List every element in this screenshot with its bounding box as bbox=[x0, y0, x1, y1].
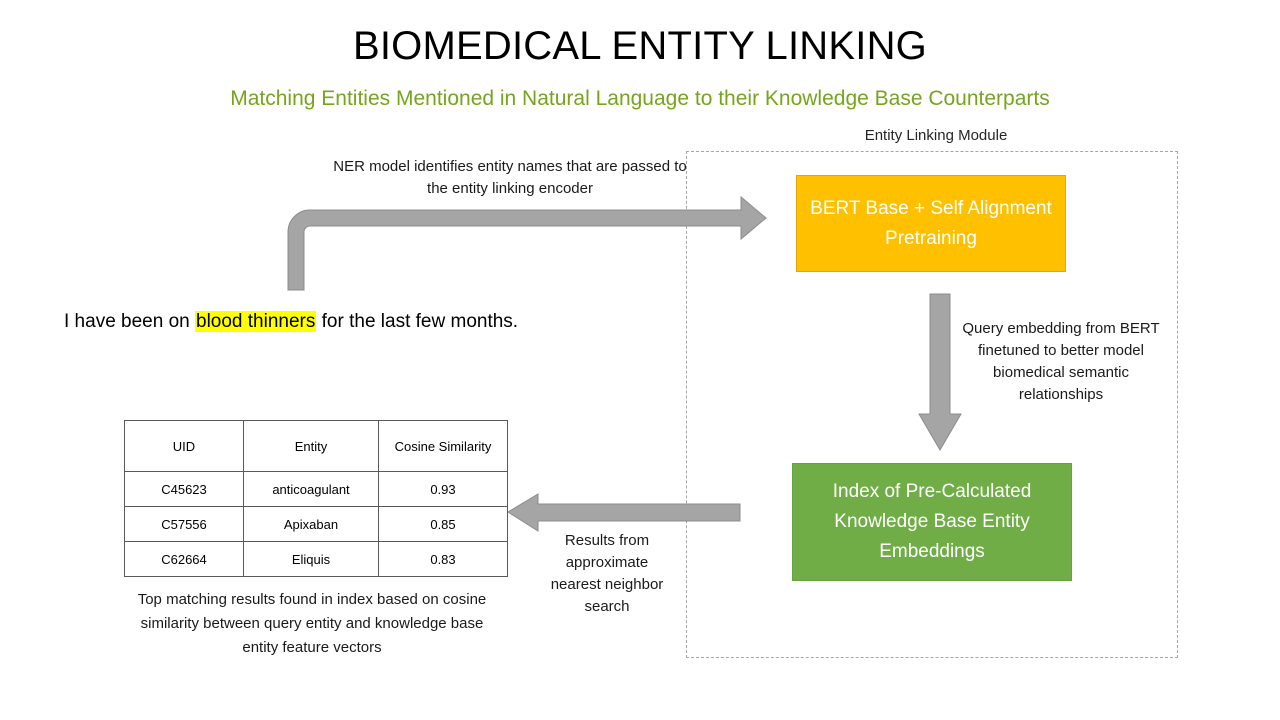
table-row: C57556 Apixaban 0.85 bbox=[124, 506, 508, 542]
column-header-cosine-similarity: Cosine Similarity bbox=[378, 420, 508, 472]
ner-annotation: NER model identifies entity names that a… bbox=[333, 158, 687, 197]
cell-score: 0.83 bbox=[378, 541, 508, 577]
embedding-index-box[interactable]: Index of Pre-Calculated Knowledge Base E… bbox=[792, 463, 1072, 581]
table-caption: Top matching results found in index base… bbox=[137, 591, 487, 656]
cell-uid: C62664 bbox=[124, 541, 244, 577]
page-title: BIOMEDICAL ENTITY LINKING bbox=[352, 24, 927, 68]
table-header-row: UID Entity Cosine Similarity bbox=[124, 420, 508, 472]
cell-score: 0.85 bbox=[378, 506, 508, 542]
cell-entity: Eliquis bbox=[243, 541, 379, 577]
cell-uid: C57556 bbox=[124, 506, 244, 542]
results-table: UID Entity Cosine Similarity C45623 anti… bbox=[124, 420, 508, 577]
embedding-index-label: Index of Pre-Calculated Knowledge Base E… bbox=[832, 481, 1032, 562]
cell-entity: Apixaban bbox=[243, 506, 379, 542]
bert-encoder-box[interactable]: BERT Base + Self Alignment Pretraining bbox=[796, 175, 1066, 272]
cell-score: 0.93 bbox=[378, 471, 508, 507]
sentence-suffix: for the last few months. bbox=[316, 311, 519, 332]
table-row: C62664 Eliquis 0.83 bbox=[124, 541, 508, 577]
bert-encoder-label: BERT Base + Self Alignment Pretraining bbox=[810, 197, 1052, 249]
cell-entity: anticoagulant bbox=[243, 471, 379, 507]
column-header-uid: UID bbox=[124, 420, 244, 472]
sentence-prefix: I have been on bbox=[64, 311, 195, 332]
column-header-entity: Entity bbox=[243, 420, 379, 472]
page-subtitle: Matching Entities Mentioned in Natural L… bbox=[230, 87, 1050, 110]
results-annotation: Results from approximate nearest neighbo… bbox=[550, 532, 664, 615]
table-row: C45623 anticoagulant 0.93 bbox=[124, 471, 508, 507]
cell-uid: C45623 bbox=[124, 471, 244, 507]
entity-linking-module-label: Entity Linking Module bbox=[864, 127, 1008, 144]
query-embedding-annotation: Query embedding from BERT finetuned to b… bbox=[962, 320, 1160, 403]
example-sentence: I have been on blood thinners for the la… bbox=[64, 308, 518, 336]
entity-linking-module-box bbox=[686, 151, 1178, 658]
highlighted-entity: blood thinners bbox=[195, 311, 317, 332]
